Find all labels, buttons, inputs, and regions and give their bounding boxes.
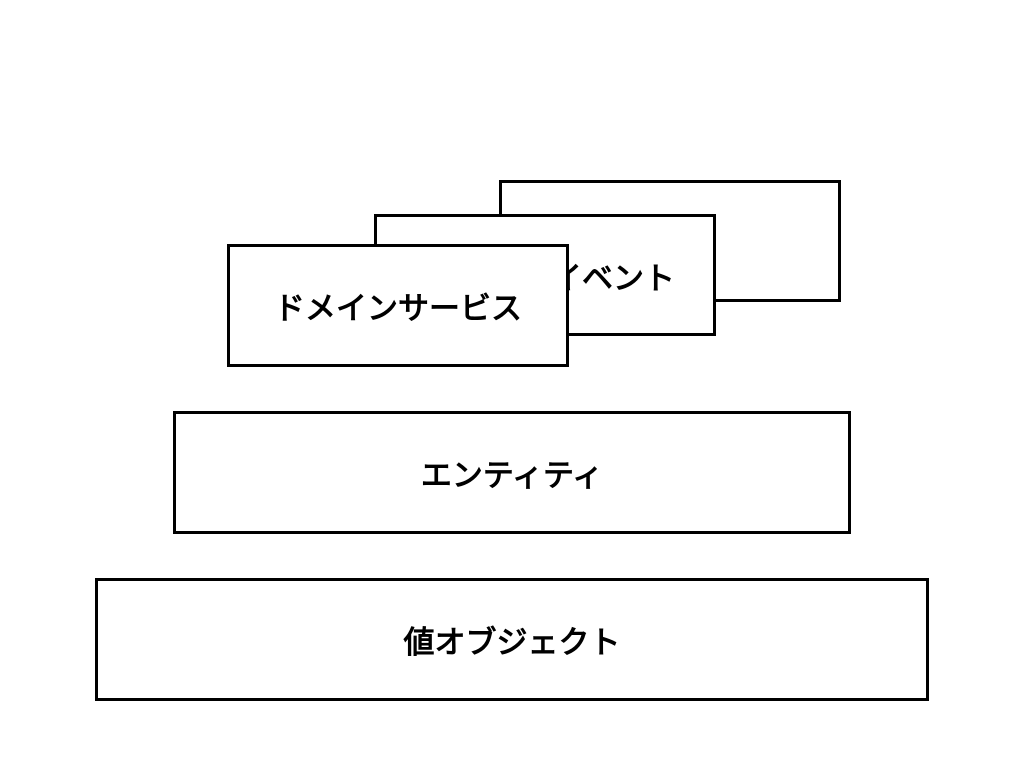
domain-service-box: ドメインサービス (227, 244, 569, 367)
value-object-box: 値オブジェクト (95, 578, 929, 701)
entity-label: エンティティ (420, 458, 604, 494)
domain-service-label: ドメインサービス (274, 291, 522, 327)
value-object-label: 値オブジェクト (403, 625, 621, 661)
entity-box: エンティティ (173, 411, 851, 534)
